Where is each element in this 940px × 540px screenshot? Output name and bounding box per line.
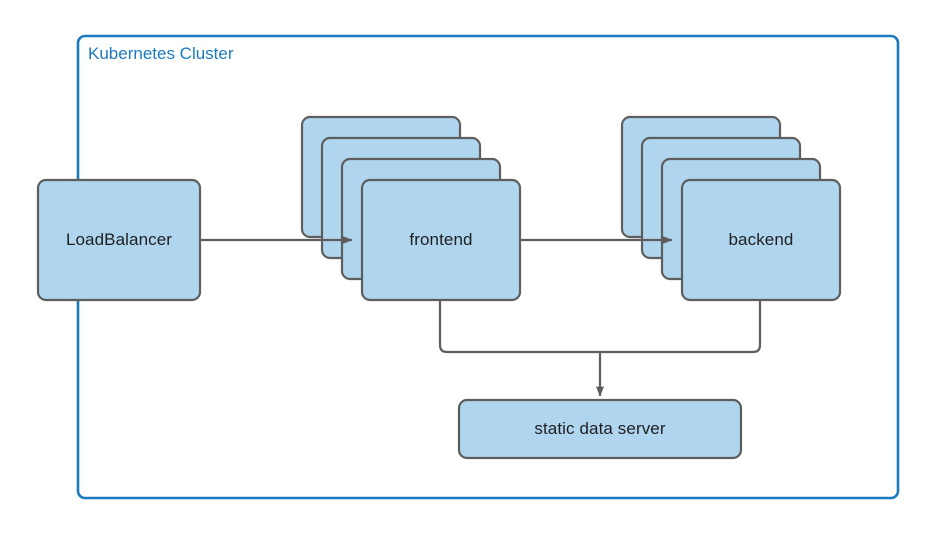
static-data-server-node[interactable]	[457, 398, 743, 460]
edge-frontend-to-static-data-server	[438, 299, 600, 354]
edge-backend-to-static-data-server	[600, 299, 762, 354]
kubernetes-cluster-title: Kubernetes Cluster	[88, 44, 234, 63]
frontend-card-front[interactable]	[360, 178, 522, 302]
loadbalancer-node[interactable]	[36, 178, 202, 302]
backend-card-front[interactable]	[680, 178, 842, 302]
